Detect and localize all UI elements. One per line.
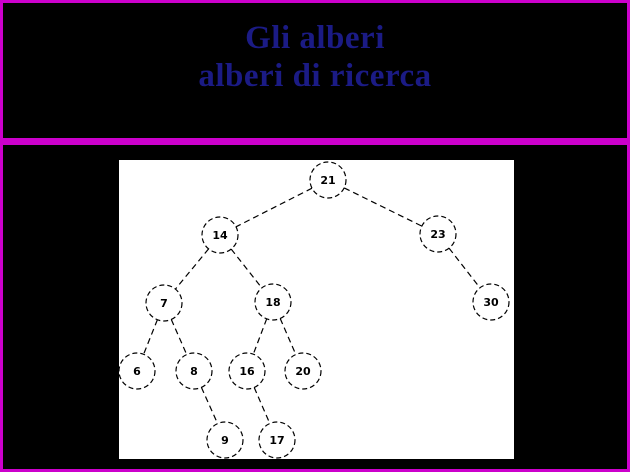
tree-edge-8-9: [200, 387, 219, 424]
tree-node-circle-17: [258, 421, 296, 459]
tree-node-17: 17: [258, 421, 296, 459]
tree-node-circle-8: [175, 352, 213, 390]
tree-node-6: 6: [119, 352, 156, 390]
tree-edge-14-7: [174, 248, 210, 290]
tree-node-16: 16: [228, 352, 266, 390]
title-divider-rule: [0, 138, 630, 145]
tree-node-8: 8: [175, 352, 213, 390]
tree-node-label-20: 20: [295, 365, 311, 378]
tree-edge-18-16: [252, 318, 268, 355]
tree-edge-7-6: [143, 319, 158, 355]
tree-node-label-30: 30: [483, 296, 499, 309]
tree-node-circle-20: [284, 352, 322, 390]
tree-node-circle-21: [309, 161, 347, 199]
tree-node-circle-9: [206, 421, 244, 459]
slide-title: Gli alberi alberi di ricerca: [3, 19, 627, 95]
tree-node-label-18: 18: [265, 296, 280, 309]
tree-node-14: 14: [201, 216, 239, 254]
tree-edge-21-23: [343, 187, 423, 227]
tree-node-circle-14: [201, 216, 239, 254]
tree-edge-21-14: [235, 187, 313, 228]
tree-node-30: 30: [472, 283, 510, 321]
tree-node-7: 7: [145, 284, 183, 322]
tree-node-circle-16: [228, 352, 266, 390]
tree-node-circle-7: [145, 284, 183, 322]
tree-node-circle-23: [419, 215, 457, 253]
tree-node-18: 18: [254, 283, 292, 321]
tree-node-circle-18: [254, 283, 292, 321]
tree-edge-18-20: [279, 318, 297, 355]
tree-node-circle-6: [119, 352, 156, 390]
binary-search-tree-svg: 21 14 23 7 18 30 6 8 16 20 9 17: [119, 161, 510, 459]
tree-node-label-6: 6: [133, 365, 141, 378]
tree-node-label-16: 16: [239, 365, 255, 378]
tree-node-label-8: 8: [190, 365, 198, 378]
slide-title-line-2: alberi di ricerca: [198, 58, 432, 94]
tree-edge-7-8: [170, 319, 188, 355]
tree-node-9: 9: [206, 421, 244, 459]
tree-node-23: 23: [419, 215, 457, 253]
tree-edge-23-30: [448, 247, 481, 289]
tree-node-label-14: 14: [212, 229, 228, 242]
tree-node-circle-30: [472, 283, 510, 321]
slide-title-line-1: Gli alberi: [245, 20, 385, 56]
tree-node-20: 20: [284, 352, 322, 390]
tree-node-label-21: 21: [320, 174, 335, 187]
tree-diagram-panel: 21 14 23 7 18 30 6 8 16 20 9 17: [119, 160, 514, 459]
tree-node-label-17: 17: [269, 434, 284, 447]
tree-edge-14-18: [230, 248, 263, 289]
tree-node-21: 21: [309, 161, 347, 199]
tree-node-label-23: 23: [430, 228, 445, 241]
tree-node-label-9: 9: [221, 434, 229, 447]
tree-edge-16-17: [253, 387, 271, 424]
tree-node-label-7: 7: [160, 297, 168, 310]
